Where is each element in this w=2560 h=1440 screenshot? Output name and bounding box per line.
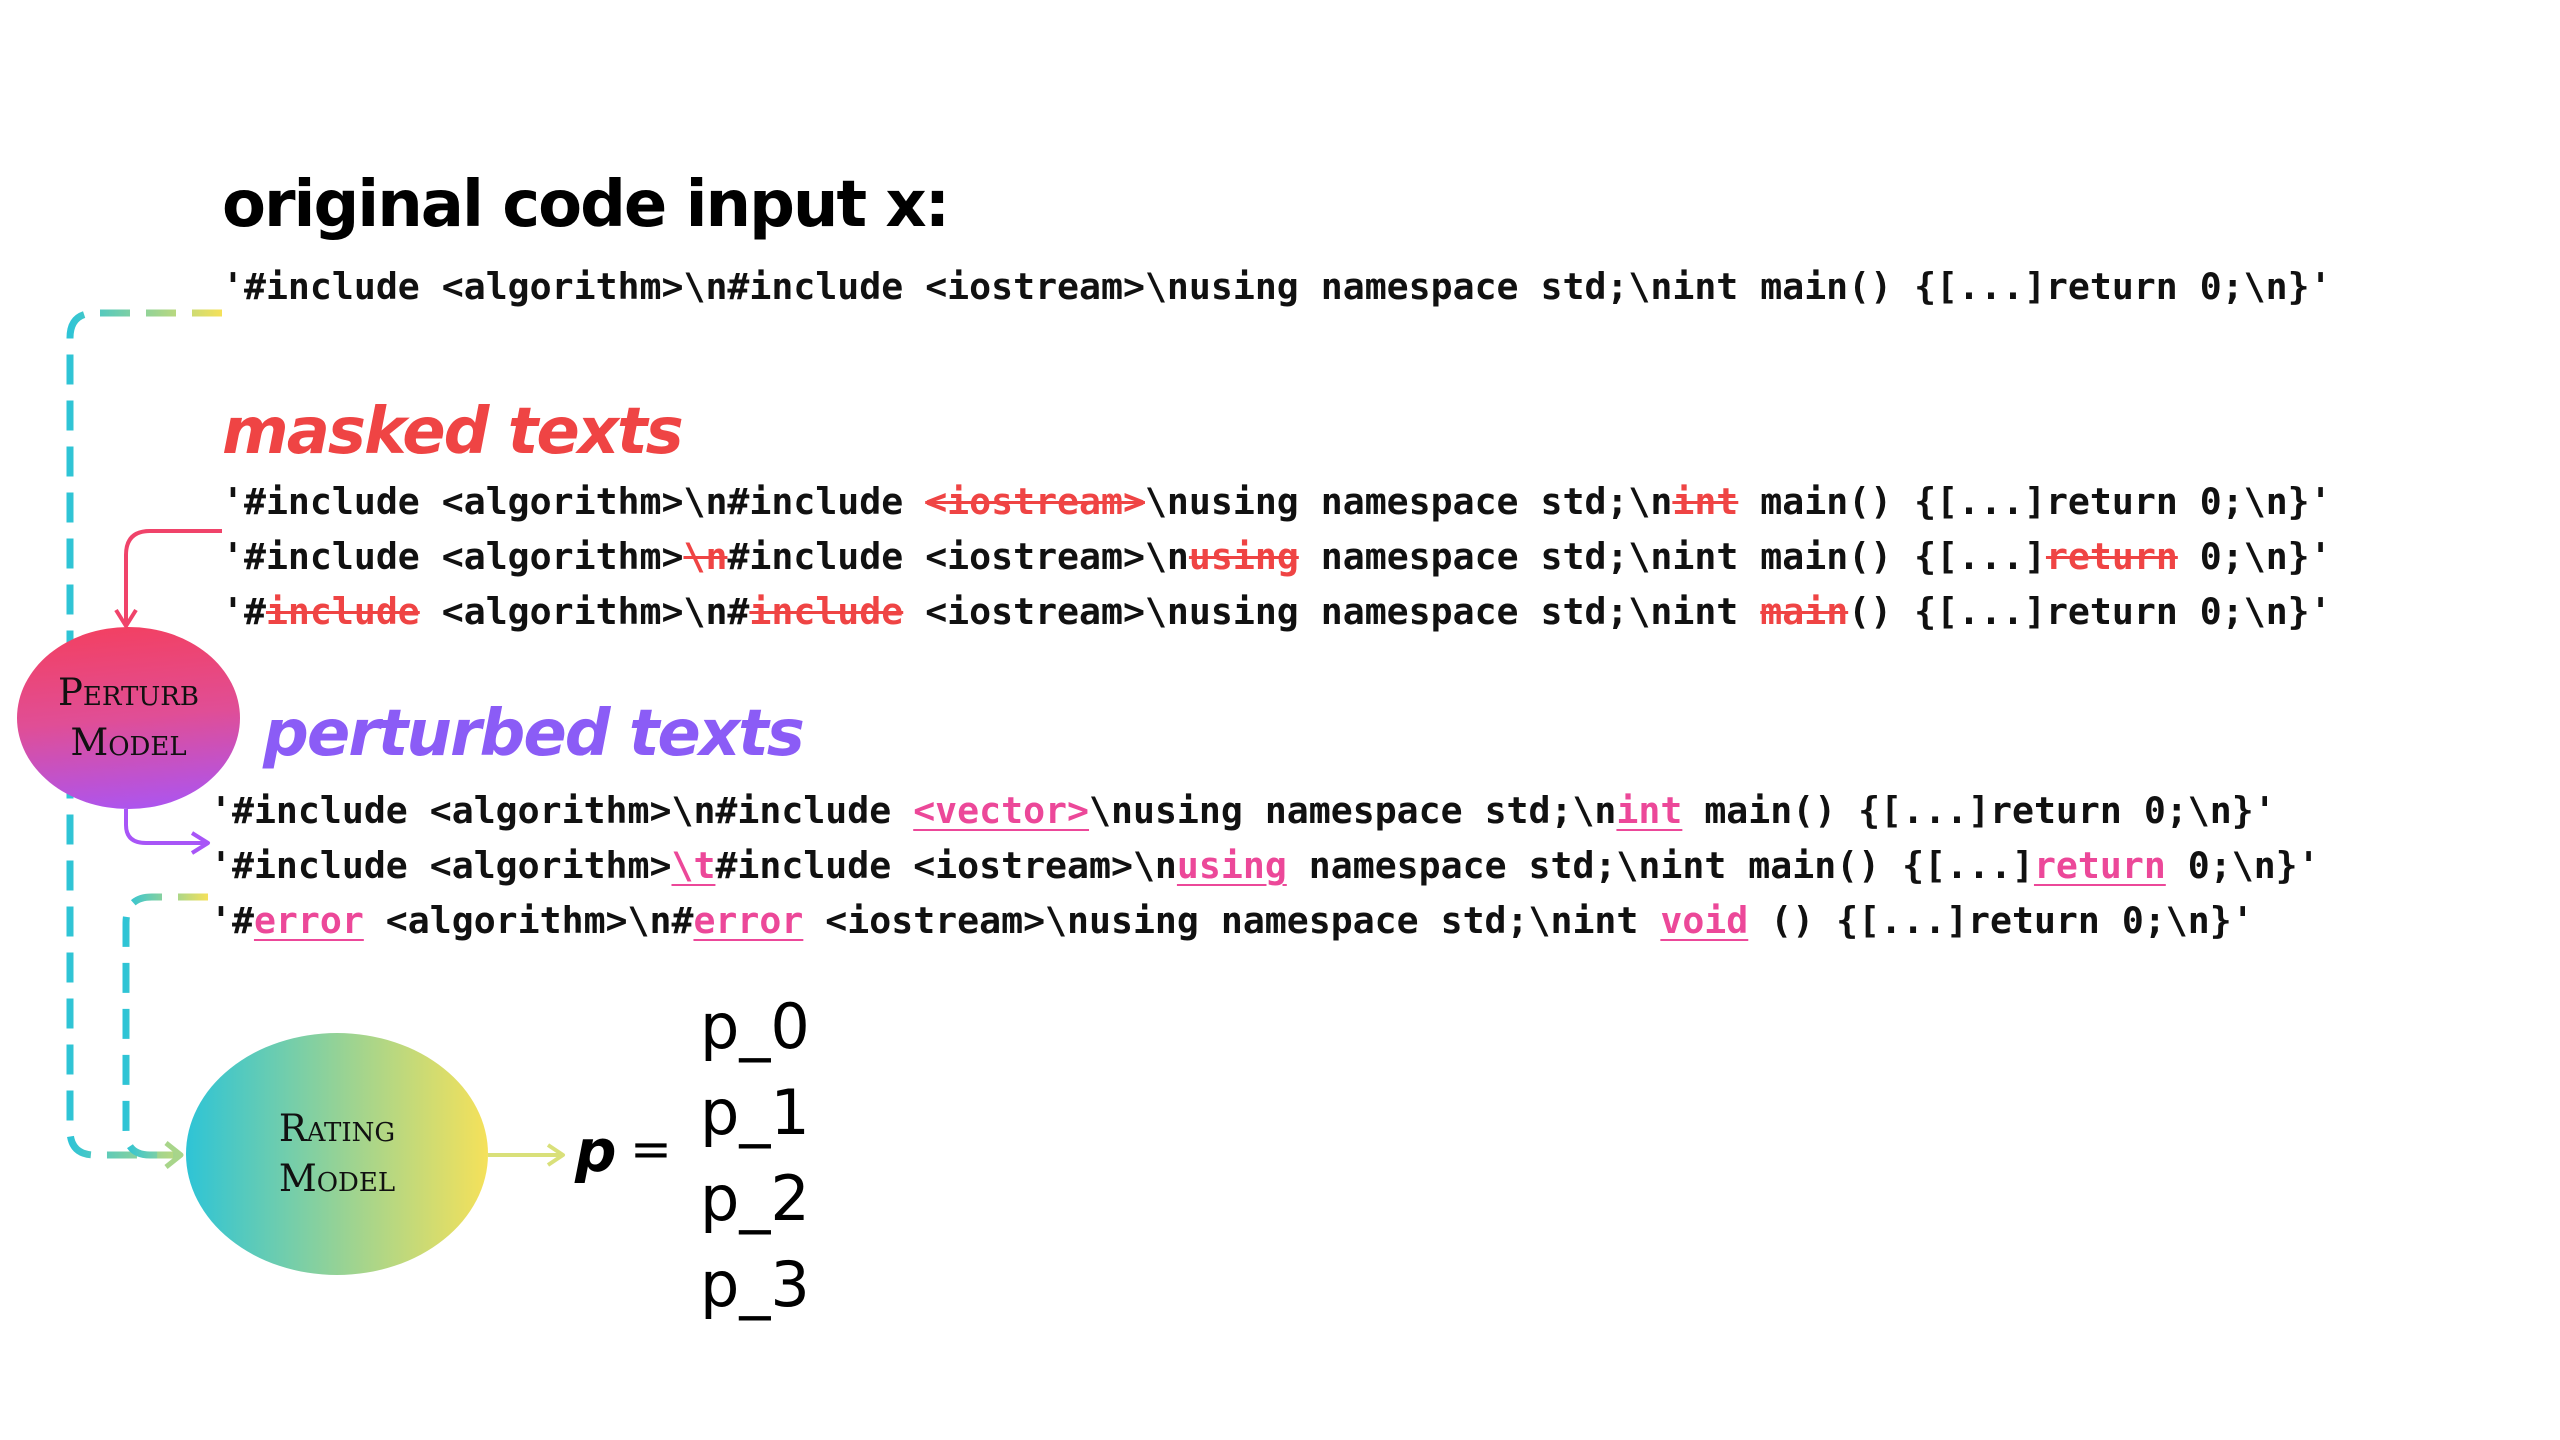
code-text: namespace std;\nint main() {[...] [1286,844,2034,887]
output-p-symbol: p [575,1117,617,1185]
code-text: \nusing namespace std;\n [1089,789,1617,832]
probability-p2: p_2 [700,1162,810,1235]
code-text: '# [210,899,254,942]
perturb-model-label-line2: Model [70,721,187,764]
perturb-to-perturbed-connector [124,809,205,845]
perturbed-line-2: '#include <algorithm>\t#include <iostrea… [210,847,2320,885]
rating-model-node: Rating Model [186,1033,488,1275]
perturbed-line-1: '#include <algorithm>\n#include <vector>… [210,792,2276,830]
probability-p0: p_0 [700,990,810,1063]
perturb-model-node: Perturb Model [17,627,240,809]
perturbed-token: using [1176,844,1287,887]
masked-token: int [1672,480,1739,523]
probability-p3: p_3 [700,1248,810,1321]
masked-to-perturb-connector [124,529,222,623]
masked-line-3: '#include <algorithm>\n#include <iostrea… [222,593,2332,631]
probability-p1: p_1 [700,1076,810,1149]
code-text: <iostream>\nusing namespace std;\nint [803,899,1661,942]
code-text: 0;\n}' [2165,844,2320,887]
original-code-line: '#include <algorithm>\n#include <iostrea… [222,265,2332,308]
code-text: <algorithm>\n# [363,899,694,942]
masked-token: main [1760,590,1849,633]
code-text: '#include <algorithm>\n#include [222,480,926,523]
code-text: () {[...]return 0;\n}' [1748,899,2254,942]
perturbed-token: error [253,899,364,942]
code-text: \nusing namespace std;\n [1144,480,1673,523]
masked-to-perturb-arrowhead [114,608,138,628]
output-equals-sign: = [630,1120,672,1178]
code-text: () {[...]return 0;\n}' [1848,590,2332,633]
rating-model-label-line1: Rating [278,1107,396,1150]
code-text: namespace std;\nint main() {[...] [1298,535,2046,578]
code-text: 0;\n}' [2177,535,2332,578]
code-text: '#include <algorithm> [222,535,684,578]
masked-token: <iostream> [925,480,1145,523]
code-text: main() {[...]return 0;\n}' [1738,480,2332,523]
code-text: '#include <algorithm> [210,844,672,887]
perturbed-token: int [1616,789,1683,832]
perturb-model-label-line1: Perturb [58,671,199,714]
code-text: <algorithm>\n# [419,590,750,633]
perturbed-line-3: '#error <algorithm>\n#error <iostream>\n… [210,902,2254,940]
masked-token: include [749,590,904,633]
perturbed-token: <vector> [913,789,1090,832]
code-text: '#include <algorithm>\n#include [210,789,914,832]
code-text: #include <iostream>\n [727,535,1189,578]
perturbed-token: void [1660,899,1749,942]
masked-line-1: '#include <algorithm>\n#include <iostrea… [222,483,2332,521]
rating-model-label-line2: Model [278,1157,396,1200]
perturbed-to-rating-connector [122,893,208,1159]
code-text: #include <iostream>\n [715,844,1177,887]
masked-token: include [265,590,420,633]
rating-to-output-arrowhead [546,1143,565,1167]
perturb-to-perturbed-arrowhead [190,831,210,855]
code-text: '# [222,590,266,633]
perturbed-texts-heading: perturbed texts [263,697,805,771]
masked-token: \n [683,535,728,578]
perturbed-token: return [2033,844,2166,887]
masked-texts-heading: masked texts [222,395,684,469]
masked-token: return [2045,535,2178,578]
original-input-heading: original code input x: [222,168,950,242]
perturbed-token: \t [671,844,716,887]
masked-line-2: '#include <algorithm>\n#include <iostrea… [222,538,2332,576]
rating-input-arrowhead [164,1141,184,1169]
code-text: main() {[...]return 0;\n}' [1682,789,2276,832]
code-text: <iostream>\nusing namespace std;\nint [903,590,1761,633]
perturbed-token: error [693,899,804,942]
masked-token: using [1188,535,1299,578]
